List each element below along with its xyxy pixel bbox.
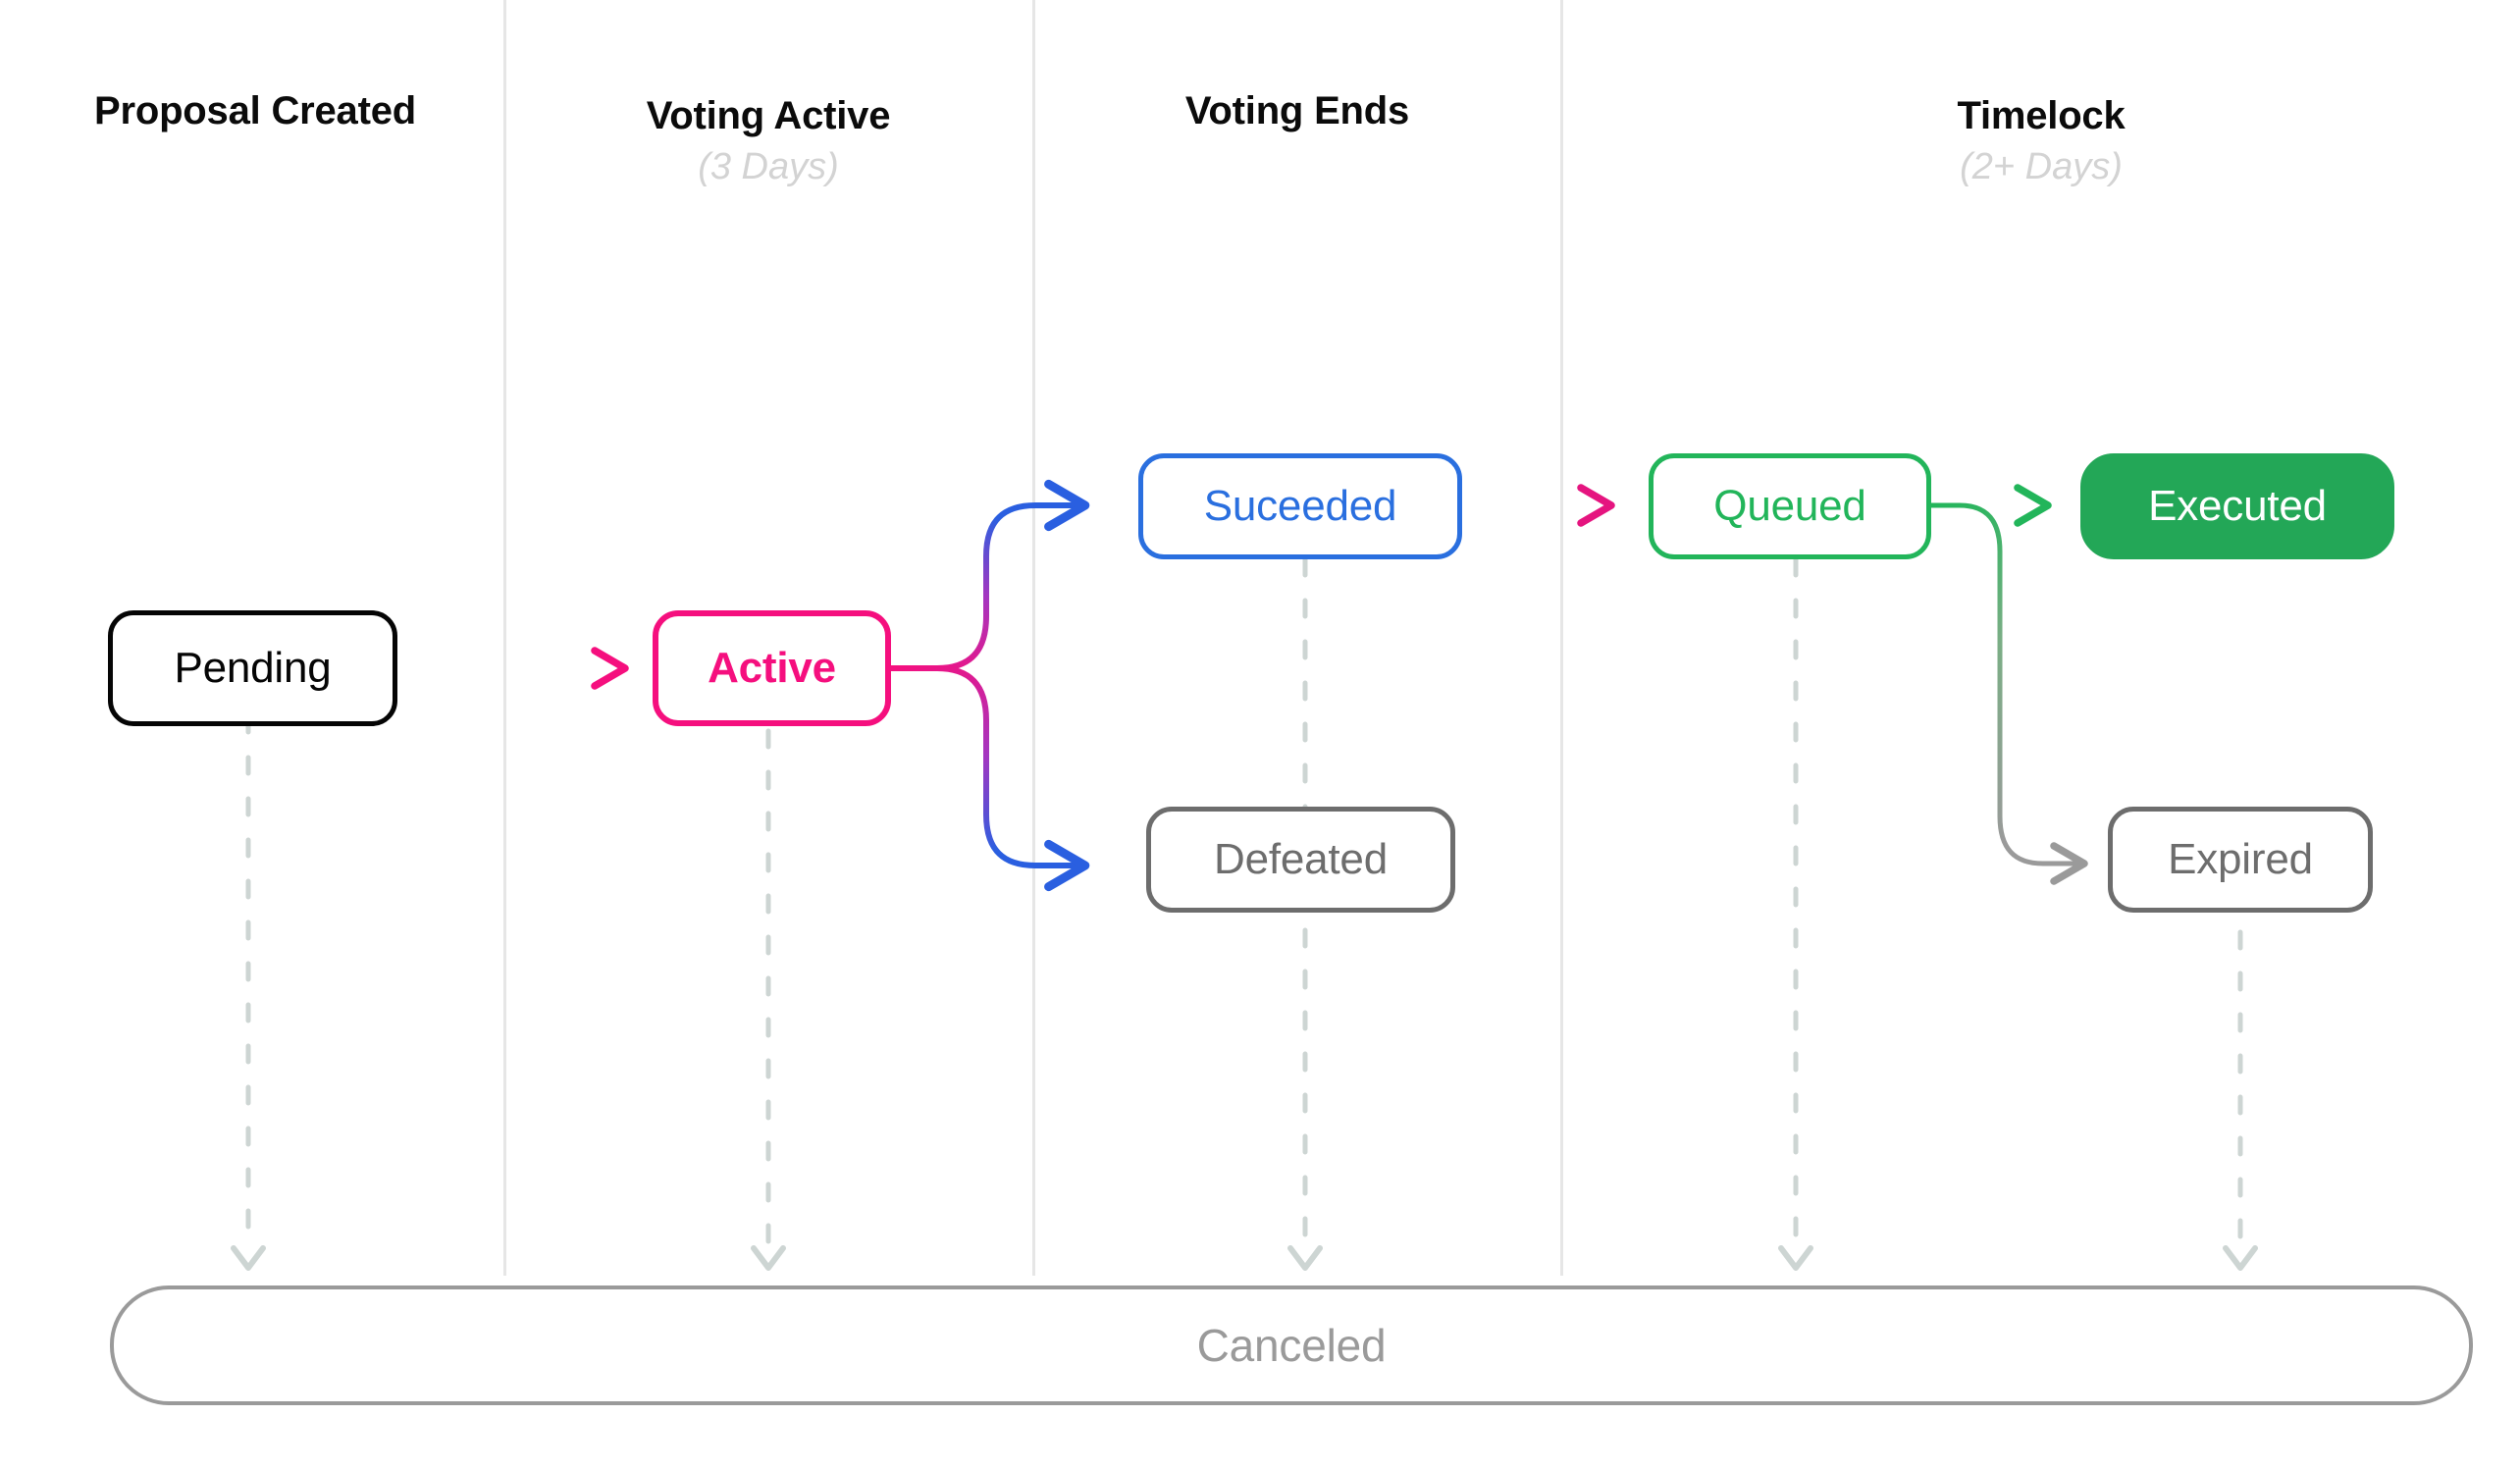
cancel-drop-arrow-queued <box>1778 1245 1813 1271</box>
phase-separator-1 <box>503 0 506 1276</box>
phase-duration: (2+ Days) <box>1960 146 2123 187</box>
state-label-defeated: Defeated <box>1214 835 1388 883</box>
phase-duration: (3 Days) <box>698 146 839 187</box>
phase-title: Timelock <box>1957 94 2126 137</box>
state-node-active[interactable]: Active <box>653 610 891 726</box>
cancel-drop-arrow-active <box>751 1245 786 1271</box>
cancel-drop-arrow-suceeded <box>1287 1245 1323 1271</box>
state-label-suceeded: Suceeded <box>1203 482 1397 530</box>
state-label-active: Active <box>708 644 836 692</box>
phase-title: Voting Active <box>646 94 891 137</box>
state-node-defeated[interactable]: Defeated <box>1146 807 1455 913</box>
phase-title: Voting Ends <box>1184 89 1410 132</box>
state-node-canceled[interactable]: Canceled <box>110 1285 2473 1405</box>
cancel-drop-arrow-pending <box>231 1245 266 1271</box>
phase-title: Proposal Created <box>93 89 416 132</box>
state-label-canceled: Canceled <box>1196 1320 1387 1371</box>
phase-header-voting-ends: Voting Ends <box>1052 88 1543 141</box>
phase-header-timelock: Timelock (2+ Days) <box>1580 93 2502 189</box>
state-node-suceeded[interactable]: Suceeded <box>1138 453 1462 559</box>
state-label-executed: Executed <box>2148 482 2327 530</box>
edge-queued-expired <box>1927 502 2088 885</box>
edge-active-defeated <box>887 665 1090 892</box>
state-label-queued: Queued <box>1713 482 1866 530</box>
state-node-executed[interactable]: Executed <box>2080 453 2394 559</box>
phase-header-proposal-created: Proposal Created <box>20 88 491 141</box>
cancel-drop-arrow-expired <box>2223 1245 2258 1271</box>
state-node-queued[interactable]: Queued <box>1649 453 1931 559</box>
phase-header-voting-active: Voting Active (3 Days) <box>523 93 1014 189</box>
phase-separator-3 <box>1560 0 1563 1276</box>
state-label-pending: Pending <box>174 644 332 692</box>
state-node-expired[interactable]: Expired <box>2108 807 2373 913</box>
edge-active-suceeded <box>887 479 1090 671</box>
state-label-expired: Expired <box>2168 835 2313 883</box>
phase-separator-2 <box>1032 0 1035 1276</box>
state-node-pending[interactable]: Pending <box>108 610 397 726</box>
